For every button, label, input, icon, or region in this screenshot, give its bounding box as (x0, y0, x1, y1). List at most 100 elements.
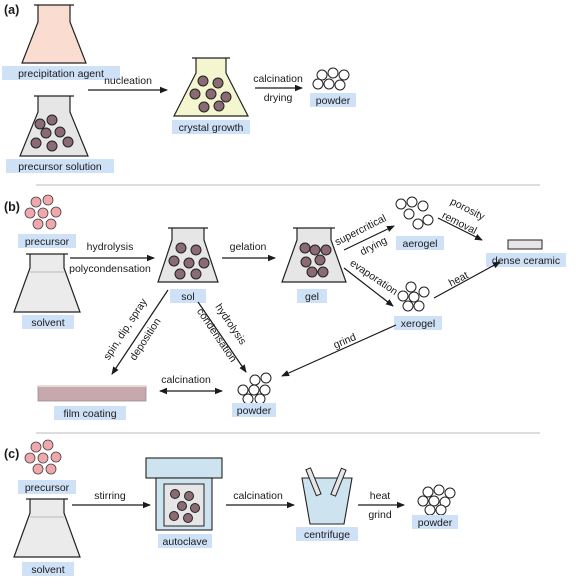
crystal-particles (189, 75, 232, 113)
particle (205, 88, 217, 100)
precursor-tag-c (18, 480, 76, 494)
calcination-label-b: calcination (161, 374, 211, 386)
particle (312, 78, 324, 90)
supercritical-drying-arrow (343, 225, 395, 251)
particle (50, 451, 62, 463)
particle (30, 137, 42, 149)
particle (334, 79, 346, 91)
particle (418, 286, 430, 298)
particle (435, 504, 447, 516)
film-coating-bar (37, 385, 147, 402)
particle (300, 256, 312, 268)
precursor-solution-label: precursor solution (18, 161, 102, 173)
panel-b-label: (b) (4, 200, 20, 214)
particle (237, 384, 249, 396)
particle (314, 254, 326, 266)
particle (220, 91, 232, 103)
powder-tag-c (412, 515, 458, 529)
particle (37, 207, 49, 219)
particle (408, 291, 420, 303)
panel-b: (b) precursor solvent hydrolysis polycon… (4, 194, 566, 420)
film-coating-label: film coating (63, 408, 116, 420)
beaker-fill (21, 5, 87, 64)
grind-label-c: grind (368, 509, 392, 521)
particle (170, 489, 180, 499)
dense-ceramic-tag (486, 253, 566, 267)
powder-label-a: powder (316, 95, 351, 107)
sol-beaker (157, 227, 219, 283)
solvent-beaker-c (13, 498, 81, 558)
autoclave-label: autoclave (163, 536, 208, 548)
sol-particles (168, 242, 210, 280)
particle (24, 452, 36, 464)
particle (405, 281, 417, 293)
condensation-arrow (197, 301, 247, 373)
particle (316, 69, 328, 81)
particle (46, 114, 58, 126)
particle (189, 88, 201, 100)
particle (40, 127, 52, 139)
particle (50, 206, 62, 218)
particle (444, 487, 456, 499)
sol-tag (170, 289, 206, 303)
nucleation-label: nucleation (104, 75, 152, 87)
powder-label-c: powder (418, 517, 453, 529)
particle (417, 200, 429, 212)
crystal-growth-beaker (173, 57, 249, 117)
aerogel-label: aerogel (402, 238, 437, 250)
panel-a-label: (a) (4, 3, 19, 17)
particle (168, 255, 180, 267)
centrifuge (301, 467, 353, 525)
stirring-label: stirring (94, 490, 126, 502)
calcination-label-c: calcination (233, 490, 283, 502)
particle (317, 266, 329, 278)
particle (169, 511, 179, 521)
particle (402, 300, 414, 312)
powder-particles-c (417, 484, 456, 516)
particle (42, 194, 54, 206)
particle (190, 503, 200, 513)
particle (433, 484, 445, 496)
precursor-solution-tag (6, 159, 114, 173)
crystal-growth-label: crystal growth (179, 122, 244, 134)
heat-label-c: heat (370, 490, 391, 502)
particle (198, 101, 210, 113)
powder-tag-b (232, 403, 276, 417)
particle (177, 501, 187, 511)
centrifuge-label: centrifuge (304, 529, 350, 541)
dense-ceramic-label: dense ceramic (492, 255, 560, 267)
powder-particles-a (312, 67, 350, 91)
particle (309, 244, 321, 256)
aerogel-particles (395, 196, 434, 230)
solvent-tag-c (22, 562, 74, 576)
particle (422, 486, 434, 498)
autoclave-tag (158, 534, 212, 548)
xerogel-label: xerogel (401, 318, 435, 330)
particle (213, 100, 225, 112)
solvent-label-b: solvent (31, 317, 64, 329)
particle (46, 140, 58, 152)
particle (174, 268, 186, 280)
particle (45, 463, 57, 475)
precipitation-agent-tag (2, 66, 120, 80)
particle (306, 266, 318, 278)
particle (403, 208, 415, 220)
particle (406, 196, 418, 208)
particle (413, 300, 425, 312)
gel-particles (299, 242, 332, 278)
particle (32, 463, 44, 475)
particle (254, 393, 266, 405)
precursor-particles-c (24, 439, 62, 475)
panel-c-label: (c) (4, 447, 19, 461)
particle (37, 452, 49, 464)
panel-a: (a) precipitation agent precursor soluti… (2, 3, 356, 173)
precipitation-agent-label: precipitation agent (18, 68, 104, 80)
powder-tag-a (310, 93, 356, 107)
porosity-removal-arrow (437, 217, 483, 241)
precursor-particles-b (24, 194, 62, 230)
gel-tag (297, 289, 327, 303)
particle (183, 257, 195, 269)
solvent-beaker-b (13, 253, 81, 313)
panel-c: (c) precursor solvent stirring (4, 439, 458, 576)
